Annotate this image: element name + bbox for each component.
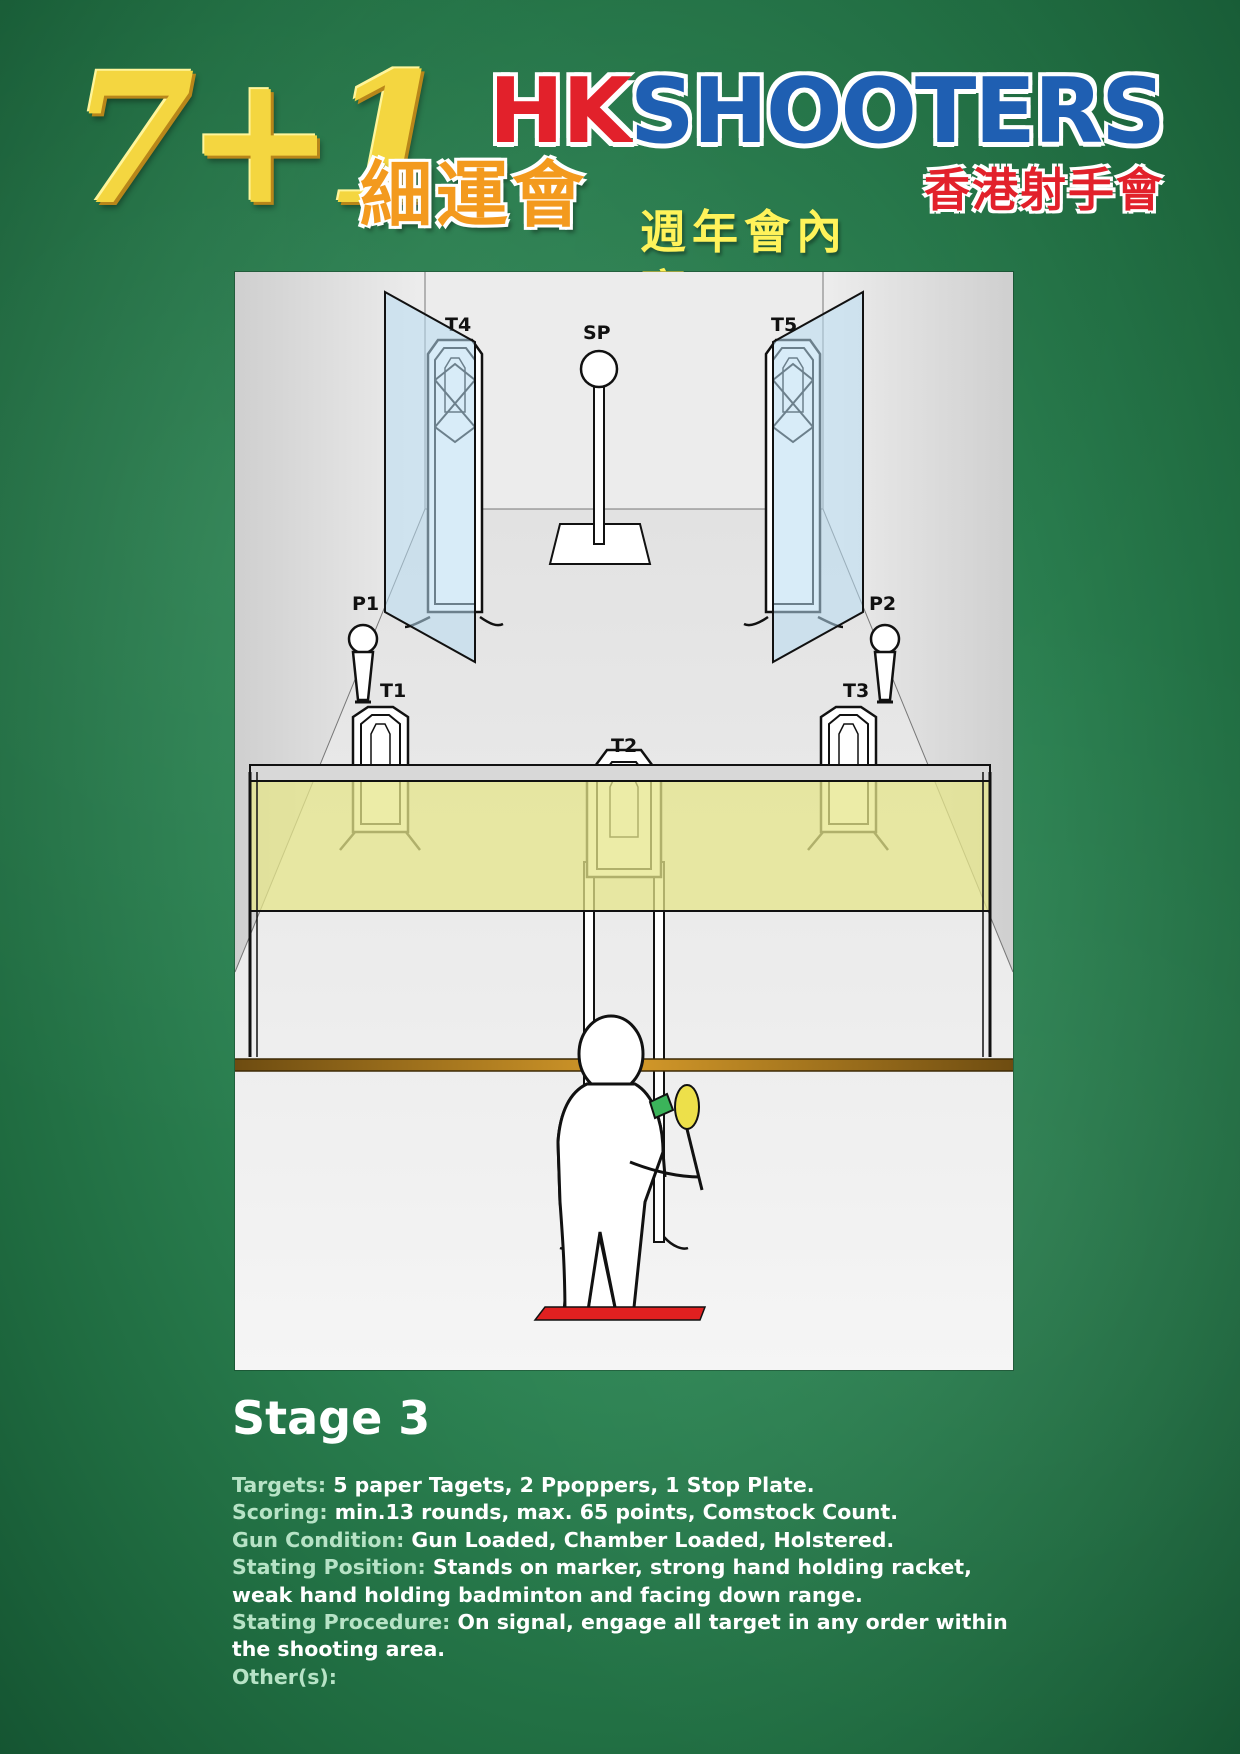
right-glass-barricade <box>772 290 864 664</box>
brief-key: Other(s): <box>232 1664 337 1689</box>
popper-p1: P1 <box>347 593 379 704</box>
event-number: 7+1 <box>70 34 451 245</box>
stage-diagram: SP T4 T5 <box>235 272 1013 1370</box>
brief-key: Scoring: <box>232 1500 328 1525</box>
brief-others: Other(s): <box>232 1664 1032 1691</box>
event-name: 細運會 <box>360 153 589 237</box>
label-t2: T2 <box>611 735 637 757</box>
left-glass-barricade <box>384 290 476 664</box>
brief-starting-procedure: Stating Procedure: On signal, engage all… <box>232 1609 1032 1664</box>
shooter-figure <box>556 1014 704 1319</box>
logo-hk: HK <box>488 59 632 164</box>
brief-key: Stating Position: <box>232 1555 426 1580</box>
brief-key: Stating Procedure: <box>232 1610 451 1635</box>
brief-key: Targets: <box>232 1473 327 1497</box>
hk-shooters-logo: HKSHOOTERS 香港射手會 <box>489 62 1166 222</box>
stage-title: Stage 3 <box>232 1391 431 1445</box>
brief-starting-position: Stating Position: Stands on marker, stro… <box>232 1554 1032 1609</box>
back-wall <box>425 272 823 509</box>
brief-value: On signal, engage all target in any orde… <box>232 1610 1008 1662</box>
brief-key: Gun Condition: <box>232 1527 405 1552</box>
label-sp: SP <box>583 322 611 344</box>
brief-value: Gun Loaded, Chamber Loaded, Holstered. <box>411 1527 895 1552</box>
front-barrier <box>248 764 992 1057</box>
brief-value: 5 paper Tagets, 2 Ppoppers, 1 Stop Plate… <box>333 1473 815 1497</box>
logo-wordmark: HKSHOOTERS <box>488 59 1166 164</box>
logo-chinese-name: 香港射手會 <box>924 163 1164 217</box>
start-marker <box>533 1306 707 1321</box>
brief-targets: Targets: 5 paper Tagets, 2 Ppoppers, 1 S… <box>232 1472 1032 1499</box>
popper-p2: P2 <box>869 593 901 704</box>
label-p2: P2 <box>869 593 896 615</box>
brief-value: Stands on marker, strong hand holding ra… <box>232 1555 972 1607</box>
label-t1: T1 <box>380 680 406 702</box>
brief-value: min.13 rounds, max. 65 points, Comstock … <box>334 1500 899 1525</box>
stage-brief: Targets: 5 paper Tagets, 2 Ppoppers, 1 S… <box>232 1472 1032 1691</box>
label-p1: P1 <box>352 593 379 615</box>
brief-scoring: Scoring: min.13 rounds, max. 65 points, … <box>232 1499 1032 1526</box>
bay-floor <box>235 509 1013 1370</box>
brief-gun-condition: Gun Condition: Gun Loaded, Chamber Loade… <box>232 1527 1032 1554</box>
stage-diagram-svg: SP T4 T5 <box>235 272 1013 1370</box>
label-t5: T5 <box>771 314 797 336</box>
logo-shooters: SHOOTERS <box>629 59 1166 164</box>
label-t3: T3 <box>843 680 869 702</box>
stop-plate: SP <box>548 322 652 565</box>
